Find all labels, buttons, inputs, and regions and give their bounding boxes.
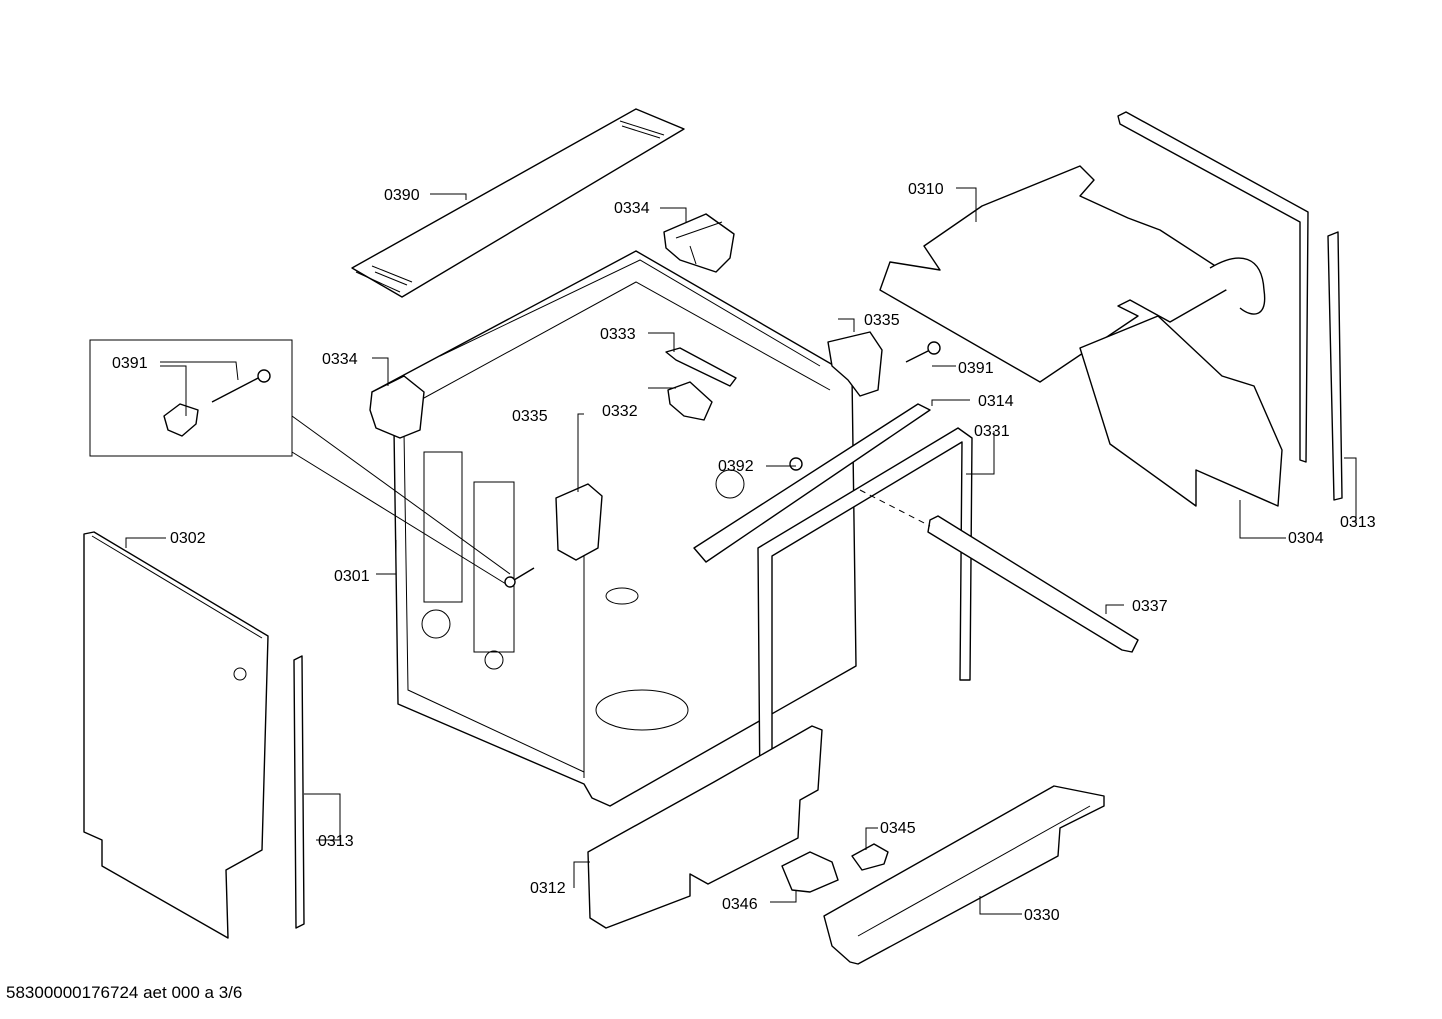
label-0313-left: 0313 [318,833,354,850]
label-0390: 0390 [384,187,420,204]
part-0312-kick-panel [587,725,823,929]
label-0314: 0314 [978,393,1014,410]
part-0301-tub [371,250,857,807]
label-0335-right: 0335 [864,312,900,329]
part-0392-bolt [789,457,803,471]
label-0333: 0333 [600,326,636,343]
label-0334-upper: 0334 [614,200,650,217]
label-0335-left: 0335 [512,408,548,425]
label-0345: 0345 [880,820,916,837]
part-0330-base-rail [823,785,1105,965]
part-0391-screw-small [504,341,941,588]
part-0335-clip-left [555,483,603,561]
part-0390-top-plate [351,108,685,298]
label-0391-detail: 0391 [112,355,148,372]
part-0304-side-panel [1079,111,1309,507]
part-0302-side-panel [83,531,269,939]
part-0334-clip-upper [663,213,735,273]
label-0304: 0304 [1288,530,1324,547]
label-0312: 0312 [530,880,566,897]
part-0391-screw-detail [89,339,511,585]
part-0337-rail [859,489,1139,653]
leader-lines [125,187,1357,915]
drawing-reference: 58300000176724 aet 000 a 3/6 [6,983,242,1002]
label-0337: 0337 [1132,598,1168,615]
part-0332-latch [667,381,713,421]
part-0313-strip-left [293,655,305,929]
label-0301: 0301 [334,568,370,585]
label-0346: 0346 [722,896,758,913]
label-0334-left: 0334 [322,351,358,368]
label-0313-right: 0313 [1340,514,1376,531]
part-0335-clip-right [827,331,883,397]
label-0332: 0332 [602,403,638,420]
part-0346-switch [781,851,839,893]
part-0345-clip [851,843,889,871]
part-0333-bracket [665,347,737,387]
label-0331: 0331 [974,423,1010,440]
part-labels: 0390 0334 0310 0391 0334 0333 0335 0391 … [112,181,1376,924]
label-0330: 0330 [1024,907,1060,924]
part-0313-strip-right [1327,231,1343,501]
label-0391-small: 0391 [958,360,994,377]
label-0302: 0302 [170,530,206,547]
label-0310: 0310 [908,181,944,198]
part-0314-rail [693,403,931,563]
part-0334-clip-left [369,375,425,439]
part-0310-panel [879,165,1266,383]
label-0392: 0392 [718,458,754,475]
